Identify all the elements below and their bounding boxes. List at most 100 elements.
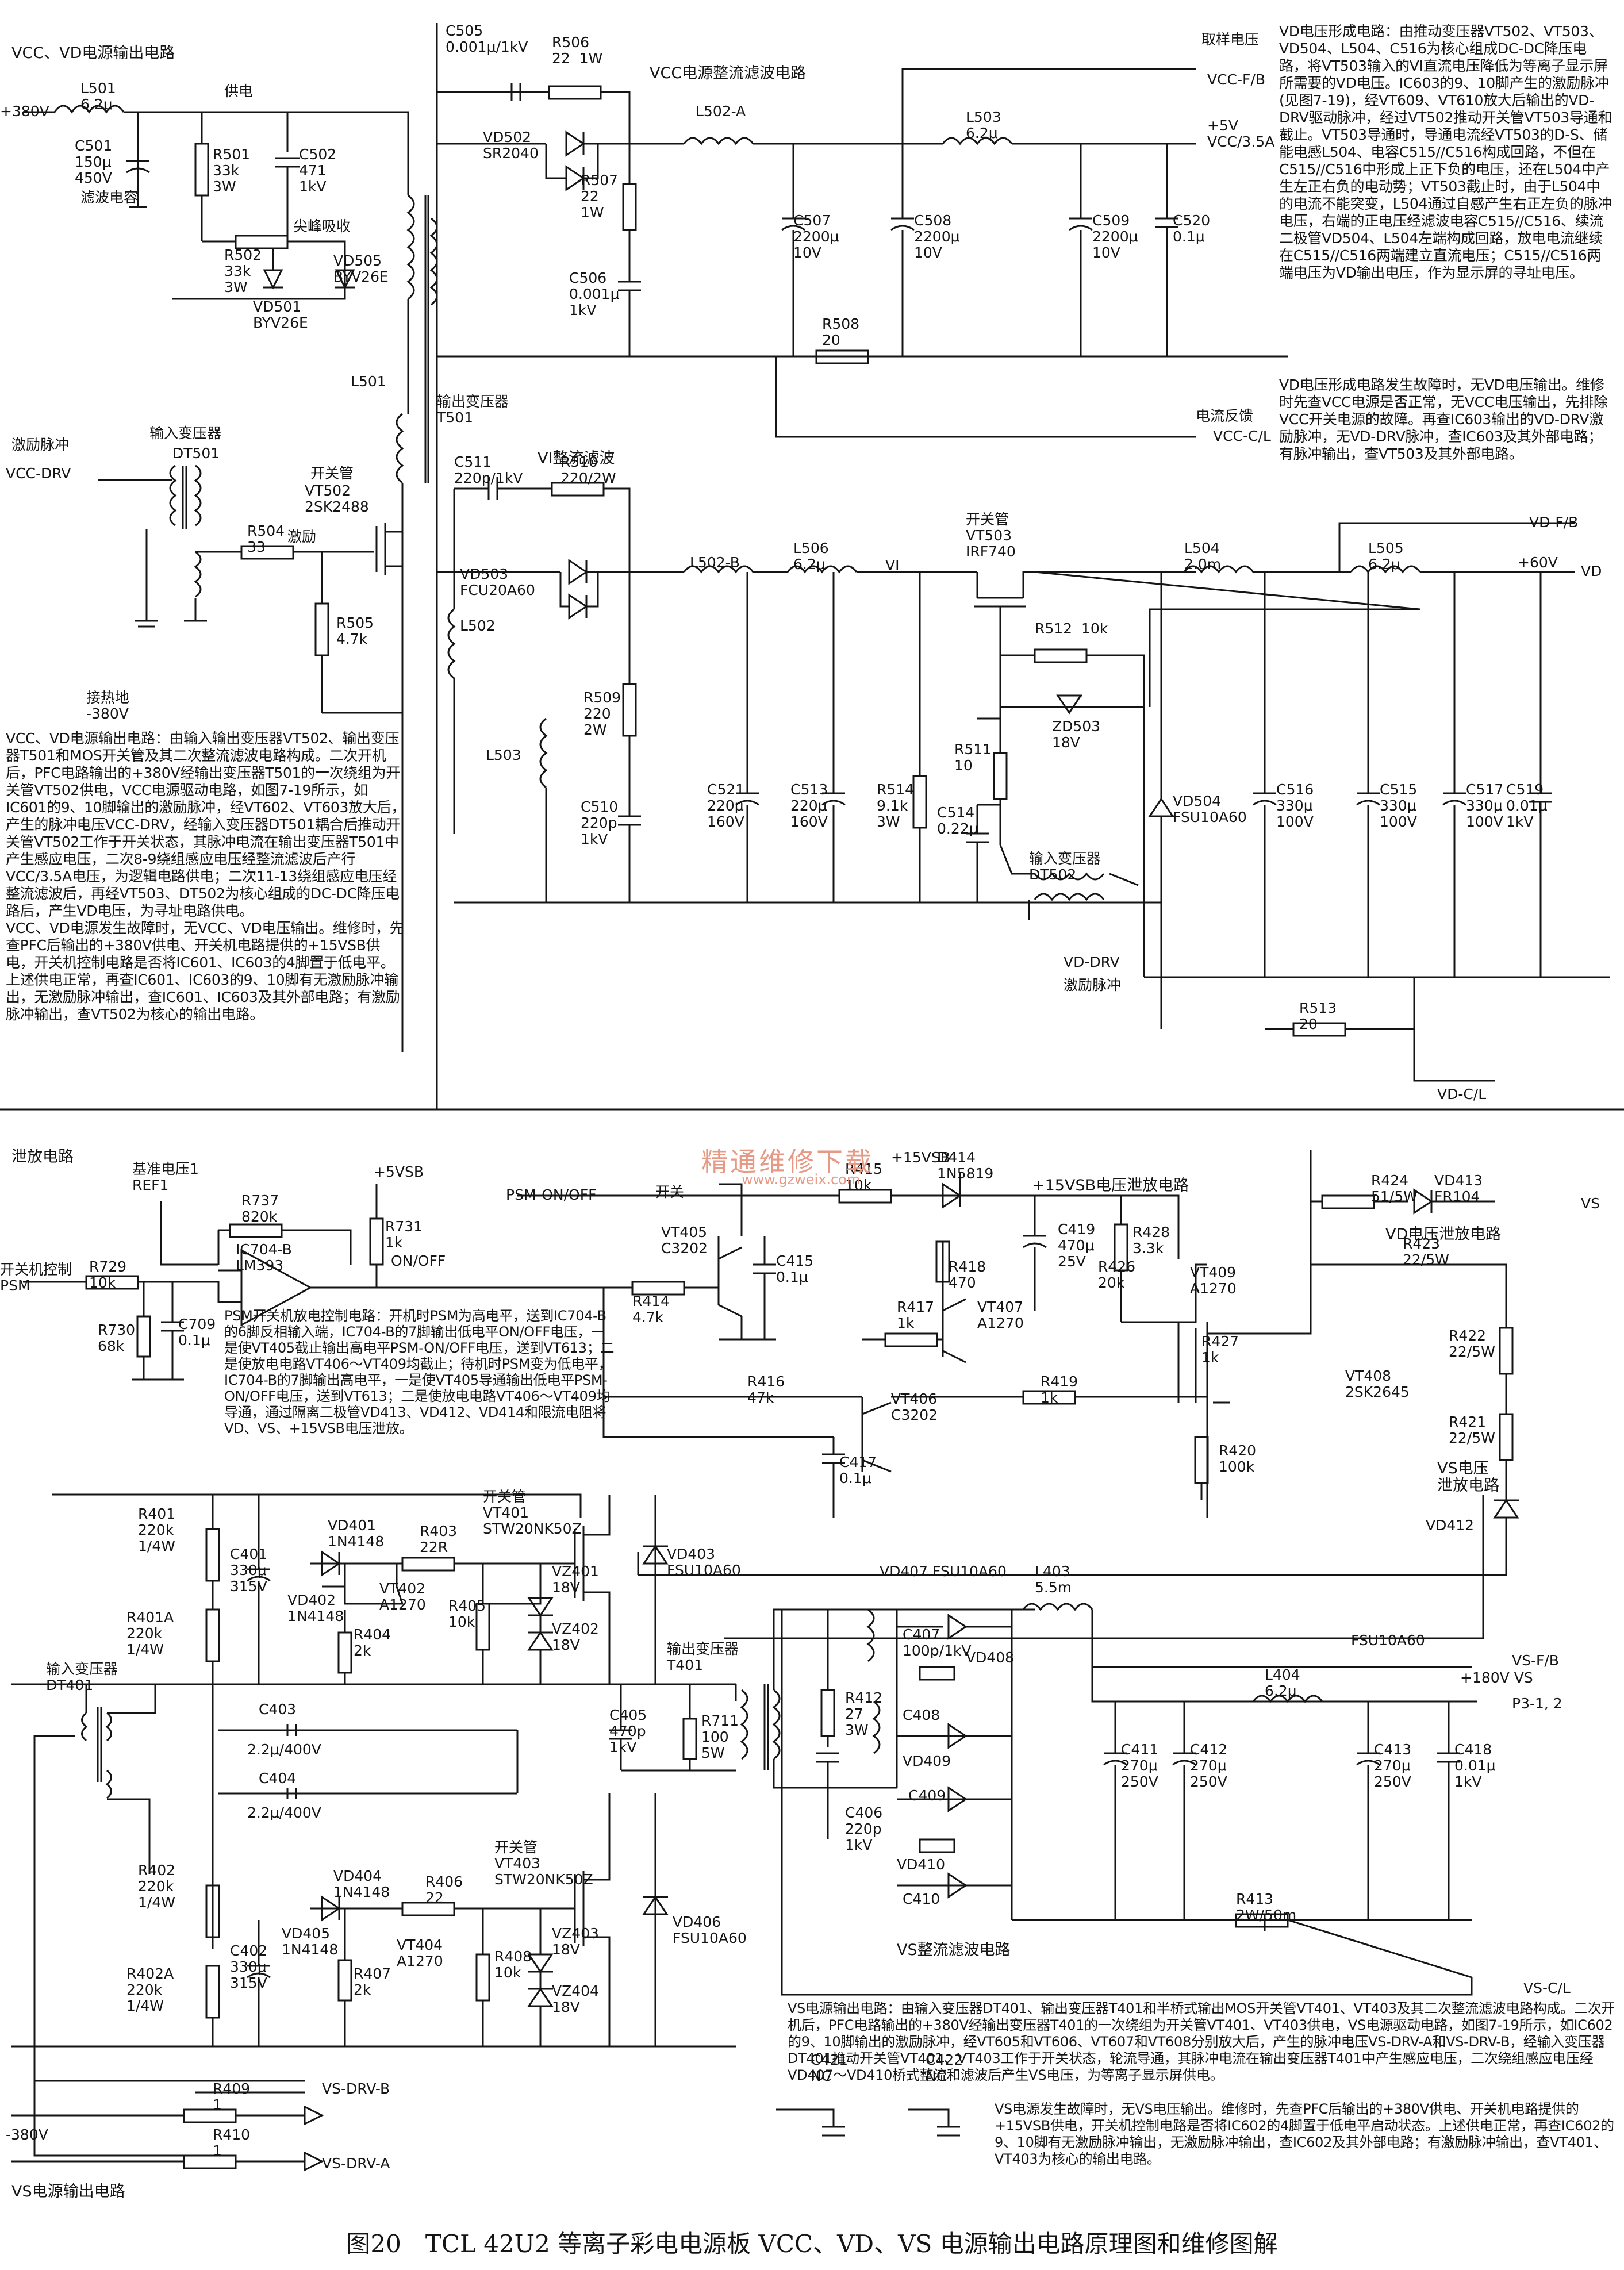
component-vd405-label: VD405 1N4148	[282, 1925, 339, 1958]
label-out-xfmr: 输出变压器 T501	[437, 393, 509, 426]
component-c502-label: C502 471 1kV	[299, 146, 337, 195]
component-r512-label: R512 10k	[1035, 620, 1108, 637]
component-r507-label: R507 22 1W	[581, 172, 619, 221]
component-vd503-label: VD503 FCU20A60	[460, 566, 535, 598]
component-r428-label: R428 3.3k	[1132, 1224, 1170, 1257]
component-vd505-label: VD505 BYV26E	[333, 252, 389, 285]
component-l502b-label: L502-B	[690, 554, 740, 571]
component-vt407-label: VT407 A1270	[977, 1299, 1024, 1331]
component-c514-label: C514 0.22μ	[937, 804, 978, 837]
component-r402-label: R402 220k 1/4W	[138, 1862, 176, 1911]
component-c507-label: C507 2200μ 10V	[793, 212, 839, 261]
component-c501-label: C501 150μ 450V	[75, 137, 113, 186]
label-spike: 尖峰吸收	[293, 218, 351, 235]
component-vt409-label: VT409 A1270	[1190, 1264, 1237, 1297]
label-p5vsb: +5VSB	[374, 1163, 424, 1180]
component-r406-label: R406 22	[425, 1873, 463, 1906]
component-c404v-label: 2.2μ/400V	[247, 1804, 321, 1821]
vs-description: VS电源输出电路：由输入变压器DT401、输出变压器T401和半桥式输出MOS开…	[788, 2000, 1615, 2083]
label-vs-cl: VS-C/L	[1523, 1980, 1571, 1996]
component-l505-label: L505 6.2μ	[1368, 540, 1404, 573]
component-c422-label: C422 NC	[926, 2052, 963, 2084]
label-excite: 激励	[287, 528, 317, 545]
label-kaiguan: 开关	[655, 1184, 685, 1200]
component-l501a-label: L501 6.2μ	[80, 80, 116, 113]
label-dt401: 输入变压器 DT401	[46, 1661, 118, 1693]
component-c405-label: C405 470p 1kV	[609, 1707, 647, 1756]
component-l504-label: L504 2.0m	[1184, 540, 1222, 573]
label-sample-v: 取样电压	[1201, 31, 1260, 48]
component-r419-label: R419 1k	[1041, 1373, 1078, 1406]
component-c520-label: C520 0.1μ	[1173, 212, 1211, 245]
section-vs-discharge-title: VS电压 泄放电路	[1437, 1459, 1499, 1495]
component-r729-label: R729 10k	[89, 1258, 127, 1291]
component-vd403-label: VD403 FSU10A60	[667, 1546, 741, 1578]
component-c418-label: C418 0.01μ 1kV	[1454, 1741, 1496, 1790]
component-d414-label: D414 1N5819	[937, 1149, 994, 1182]
component-r510-label: R510 220/2W	[560, 454, 616, 486]
component-c508-label: C508 2200μ 10V	[914, 212, 960, 261]
component-r402a-label: R402A 220k 1/4W	[126, 1965, 174, 2014]
component-r412-label: R412 27 3W	[845, 1689, 883, 1738]
label-exc-pulse2: 激励脉冲	[1064, 977, 1122, 993]
component-vz401-label: VZ401 18V	[552, 1563, 599, 1596]
component-l503-label: L503 6.2μ	[966, 109, 1001, 141]
component-c419-label: C419 470μ 25V	[1058, 1221, 1096, 1270]
label-vcc-fb: VCC-F/B	[1207, 71, 1265, 88]
label-sw-tube: 开关管	[310, 465, 354, 482]
component-r509-label: R509 220 2W	[583, 689, 621, 738]
component-r422-label: R422 22/5W	[1449, 1327, 1495, 1360]
component-c407-label: C407 100p/1kV	[903, 1626, 972, 1659]
label-ref: 基准电压1 REF1	[132, 1161, 199, 1193]
component-c403v-label: 2.2μ/400V	[247, 1741, 321, 1758]
label-dt502: 输入变压器 DT502	[1029, 850, 1101, 883]
component-r416-label: R416 47k	[747, 1373, 785, 1406]
component-r711-label: R711 100 5W	[701, 1712, 739, 1761]
vd-description: VD电压形成电路：由推动变压器VT502、VT503、VD504、L504、C5…	[1279, 23, 1613, 281]
component-vd501-label: VD501 BYV26E	[253, 298, 308, 331]
component-zd503-label: ZD503 18V	[1052, 718, 1101, 751]
label-cur-fb: 电流反馈	[1196, 408, 1254, 424]
label-p60v: +60V	[1518, 554, 1558, 571]
component-r427-label: R427 1k	[1201, 1333, 1239, 1366]
component-r730-label: R730 68k	[98, 1322, 136, 1354]
component-c709-label: C709 0.1μ	[178, 1316, 216, 1349]
label-exc-pulse: 激励脉冲	[11, 436, 70, 453]
component-c511-label: C511 220p/1kV	[454, 454, 523, 486]
component-c408-label: C408	[903, 1707, 940, 1723]
section-vcc-rect-title: VCC电源整流滤波电路	[650, 64, 807, 82]
component-vz403-label: VZ403 18V	[552, 1925, 599, 1958]
component-r407-label: R407 2k	[354, 1965, 391, 1998]
component-c515-label: C515 330μ 100V	[1380, 781, 1418, 830]
label-p3: P3-1, 2	[1512, 1695, 1562, 1712]
component-l404-label: L404 6.2μ	[1265, 1666, 1300, 1699]
component-c409-label: C409	[908, 1787, 946, 1804]
component-ic704-label: IC704-B LM393	[236, 1241, 292, 1274]
component-c401-label: C401 330μ 315V	[230, 1546, 268, 1595]
vcc-description: VCC、VD电源输出电路：由输入输出变压器VT502、输出变压器T501和MOS…	[6, 730, 405, 919]
component-vt406-label: VT406 C3202	[891, 1391, 938, 1423]
component-r511-label: R511 10	[954, 741, 992, 774]
label-v380: +380V	[0, 103, 49, 120]
label-vt401: 开关管 VT401 STW20NK50Z	[483, 1488, 582, 1537]
component-r420-label: R420 100k	[1219, 1442, 1257, 1475]
label-vs-fb: VS-F/B	[1512, 1652, 1559, 1669]
label-in-xfmr: 输入变压器	[149, 425, 222, 441]
component-vd408-label: VD408	[966, 1649, 1015, 1666]
component-r508-label: R508 20	[822, 316, 860, 348]
figure-caption: 图20 TCL 42U2 等离子彩电电源板 VCC、VD、VS 电源输出电路原理…	[346, 2230, 1278, 2258]
label-vs-drv-b: VS-DRV-B	[322, 2080, 390, 2097]
component-r501-label: R501 33k 3W	[213, 146, 251, 195]
component-r409-label: R409 1	[213, 2080, 251, 2113]
section-vcc-vd-title: VCC、VD电源输出电路	[11, 44, 175, 62]
component-fsu-label: FSU10A60	[1351, 1632, 1425, 1649]
watermark-url: www.gzweix.com	[742, 1172, 861, 1188]
psm-description: PSM开关机放电控制电路：开机时PSM为高电平，送到IC704-B的6脚反相输入…	[224, 1308, 615, 1436]
label-vs-drv-a: VS-DRV-A	[322, 2155, 390, 2172]
component-c516-label: C516 330μ 100V	[1276, 781, 1314, 830]
label-p180v: +180V VS	[1460, 1669, 1533, 1686]
watermark-text: 精通维修下载	[701, 1146, 874, 1177]
component-r514-label: R514 9.1k 3W	[877, 781, 915, 830]
component-r502-label: R502 33k 3W	[224, 247, 262, 295]
component-vt408-label: VT408 2SK2645	[1345, 1368, 1410, 1400]
